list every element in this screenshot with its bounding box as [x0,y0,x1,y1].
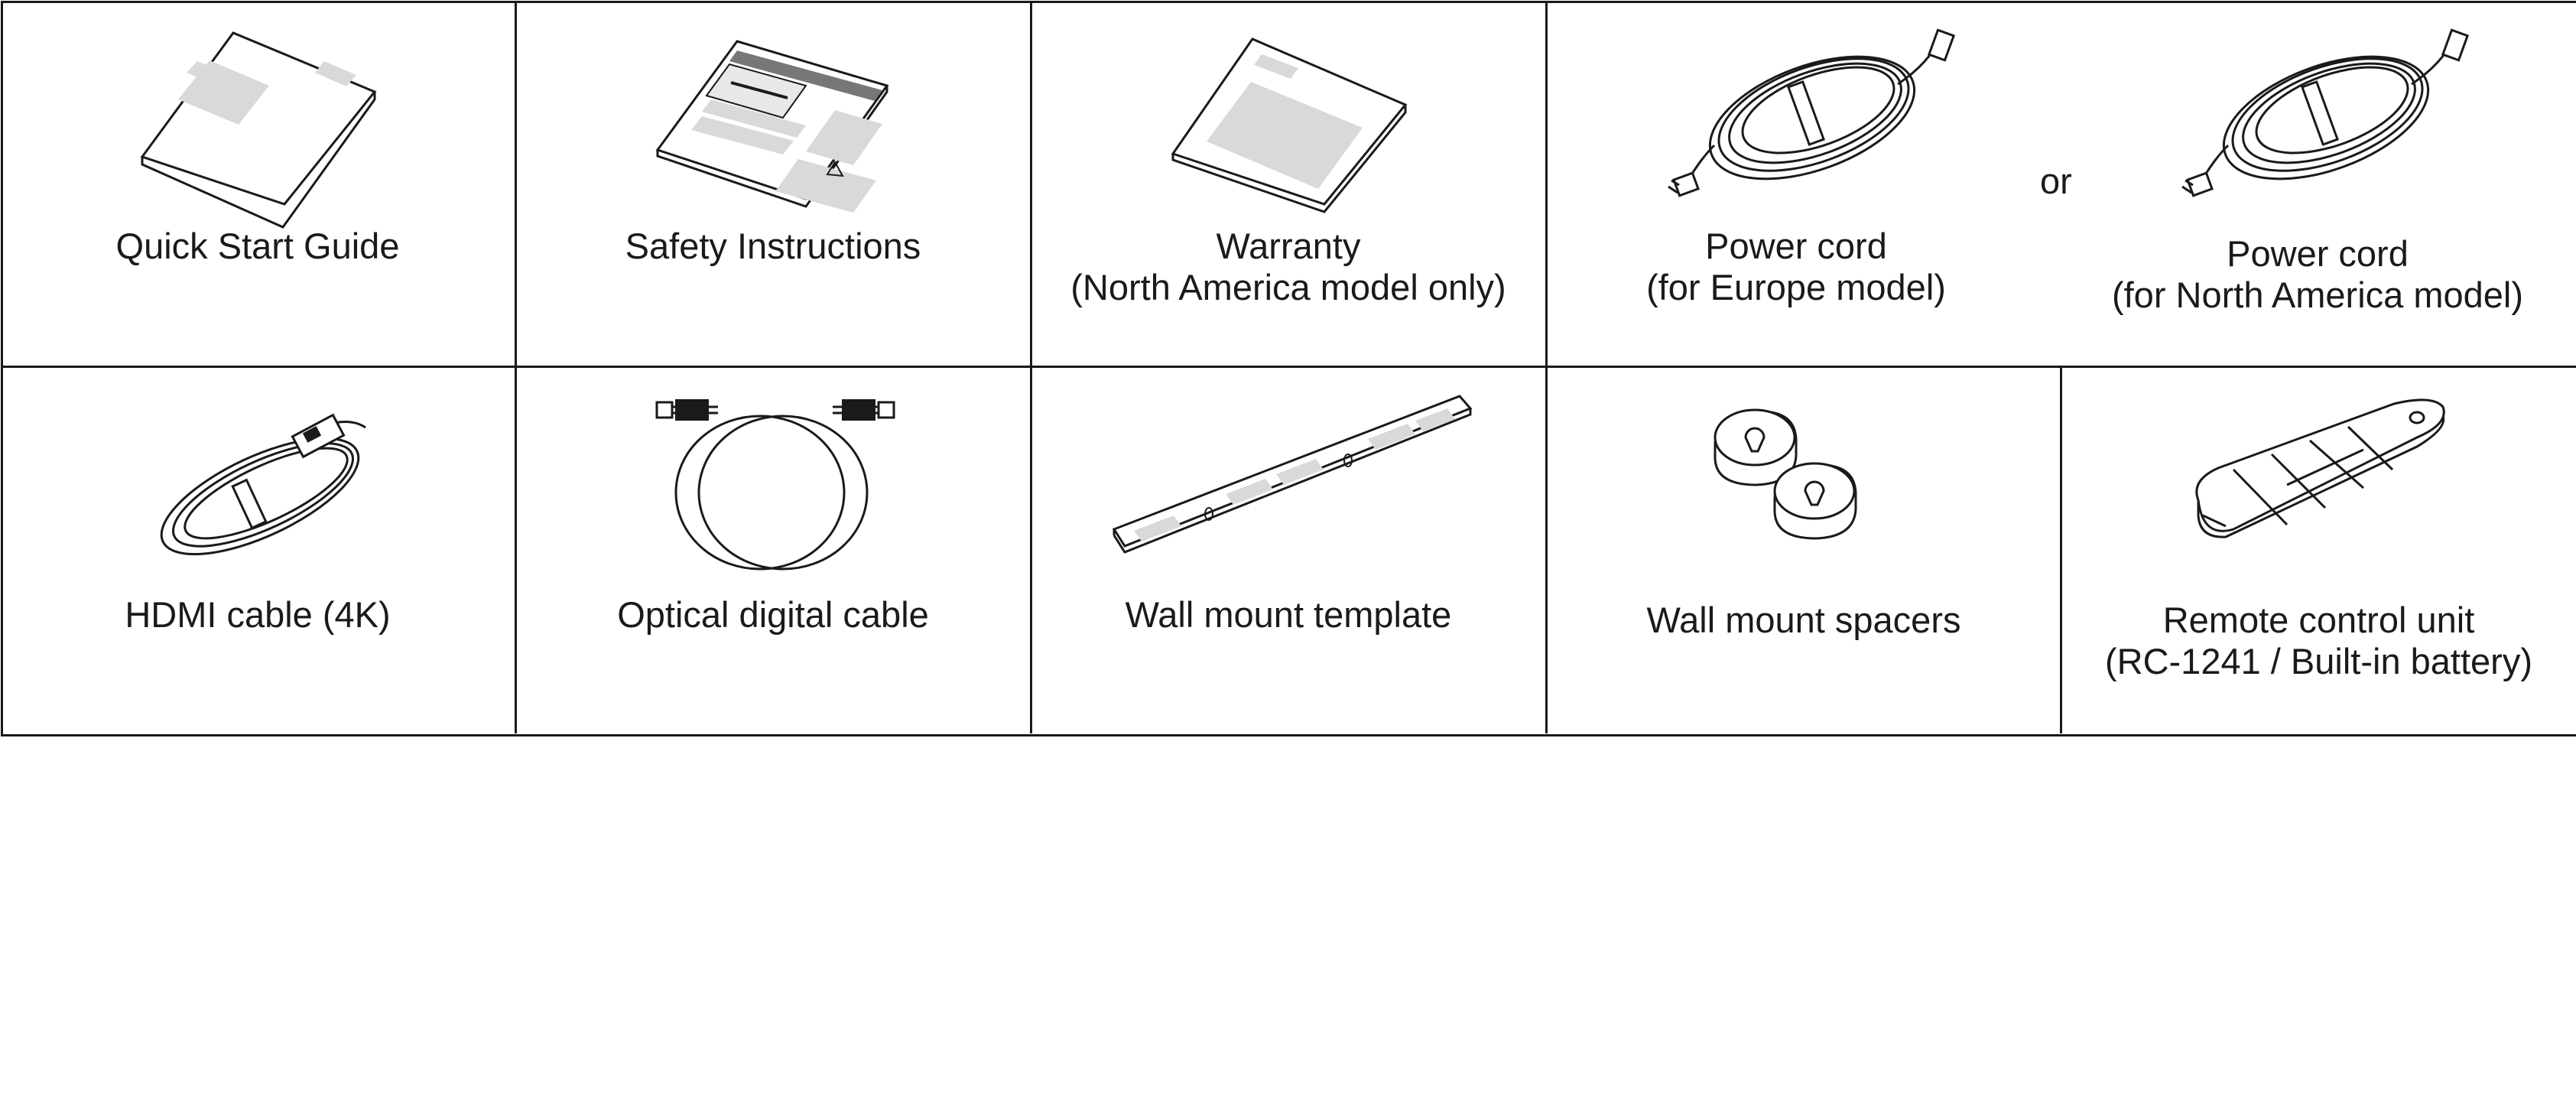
row-divider [1,366,2576,368]
optical-cable-icon [649,399,901,569]
item-label: Quick Start Guide [115,226,400,266]
spacers-icon [1710,401,1902,554]
column-divider [1030,1,1032,733]
item-label: HDMI cable (4K) [125,594,391,635]
cell-remote-control: Remote control unit (RC-1241 / Built-in … [2061,366,2576,734]
cell-power-cord-europe: Power cord (for Europe model) [1546,0,2061,366]
or-separator: or [2040,161,2072,201]
template-strip-icon [1111,393,1478,554]
booklet-icon [138,27,382,229]
item-label: Power cord (for North America model) [2111,233,2524,315]
column-divider [1545,1,1548,733]
column-divider [515,1,517,733]
cell-wall-mount-spacers: Wall mount spacers [1546,366,2061,734]
cell-warranty: Warranty (North America model only) [1031,0,1546,366]
item-label: Wall mount spacers [1646,600,1961,640]
cell-optical-digital-cable: Optical digital cable [515,366,1031,734]
cell-quick-start-guide: Quick Start Guide [0,0,515,366]
item-label: Safety Instructions [625,226,921,266]
remote-control-icon [2188,401,2455,569]
hdmi-cable-icon [138,397,382,565]
accessories-table: Quick Start Guide Safety Instructions [0,0,2576,736]
item-label: Power cord (for Europe model) [1646,226,1946,307]
cell-power-cord-north-america: Power cord (for North America model) [2060,0,2575,366]
table-border [1,1,2576,736]
power-cord-eu-icon [1668,31,1959,199]
power-cord-na-icon [2182,31,2473,199]
item-label: Wall mount template [1125,594,1452,635]
column-divider [2060,366,2062,733]
warranty-sheet-icon [1168,34,1413,213]
safety-sheet-icon [653,38,898,213]
cell-safety-instructions: Safety Instructions [515,0,1031,366]
item-label: Optical digital cable [617,594,929,635]
item-label: Remote control unit (RC-1241 / Built-in … [2105,600,2532,681]
cell-wall-mount-template: Wall mount template [1031,366,1546,734]
cell-hdmi-cable: HDMI cable (4K) [0,366,515,734]
item-label: Warranty (North America model only) [1070,226,1506,307]
